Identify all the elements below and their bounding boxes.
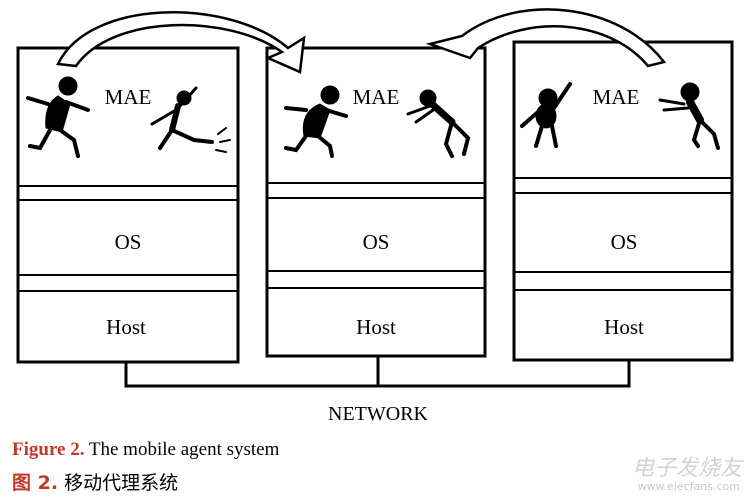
mae-label-2: MAE [353, 85, 400, 109]
figure-title-zh: 移动代理系统 [58, 472, 179, 494]
watermark-logo: 电子发烧友 www.elecfans.com [602, 450, 742, 498]
mae-label-1: MAE [105, 85, 152, 109]
watermark-text: 电子发烧友 [631, 456, 742, 481]
host-node-2: MAE OS Host [265, 46, 487, 358]
network-bus [124, 355, 631, 388]
mae-label-3: MAE [593, 85, 640, 109]
agent-figure-reaching [658, 82, 720, 150]
host-node-1: MAE OS Host [16, 46, 240, 364]
os-label-1: OS [115, 230, 142, 254]
watermark-url: www.elecfans.com [637, 480, 740, 493]
host-label-3: Host [604, 315, 644, 339]
agent-figure-reaching [406, 89, 471, 158]
figure-title-en: The mobile agent system [84, 439, 280, 460]
figure-number-en: Figure 2. [12, 439, 85, 460]
host-label-2: Host [356, 315, 396, 339]
agent-figure-chasing [150, 86, 231, 153]
figure-caption-en: Figure 2. The mobile agent system [12, 439, 279, 461]
os-label-3: OS [611, 230, 638, 254]
network-label: NETWORK [328, 403, 429, 425]
os-label-2: OS [363, 230, 390, 254]
agent-figure-running [26, 76, 90, 158]
agent-figure-running [284, 85, 348, 158]
agent-figure-waving [520, 82, 572, 148]
migration-arrow-1 [56, 11, 306, 74]
host-label-1: Host [106, 315, 146, 339]
figure-caption-zh: 图 2. 移动代理系统 [12, 468, 178, 495]
figure-number-zh: 图 2. [12, 472, 59, 494]
migration-arrow-2 [425, 8, 667, 68]
host-node-3: MAE OS Host [512, 40, 734, 362]
